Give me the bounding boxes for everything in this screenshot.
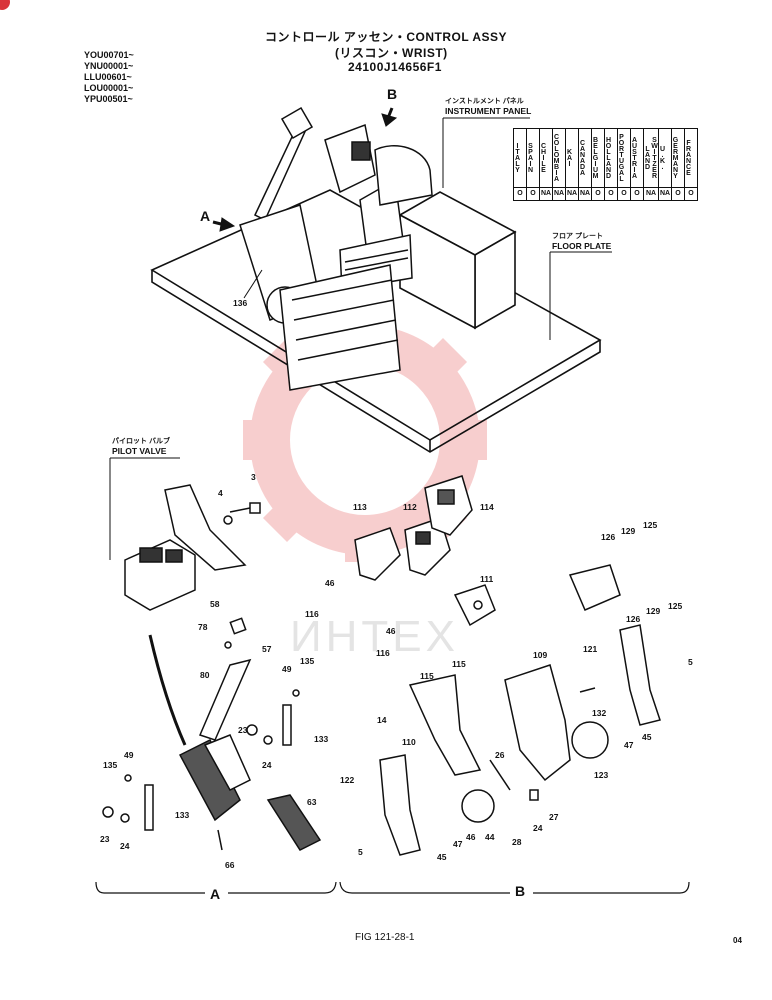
pedal-assembly-a: [102, 617, 322, 851]
part-label: 121: [583, 644, 597, 654]
part-label: 44: [485, 832, 495, 842]
country-mark: O: [684, 187, 698, 201]
part-label: 47: [624, 740, 634, 750]
serial-item: LLU00601~: [84, 72, 132, 82]
part-label: 57: [262, 644, 272, 654]
floor-plate-label: FLOOR PLATE: [552, 241, 612, 251]
part-label: 109: [533, 650, 547, 660]
part-label: 24: [120, 841, 130, 851]
part-label: 47: [453, 839, 463, 849]
title-line2: (リスコン・WRIST): [335, 46, 448, 60]
console-parts-b: [354, 475, 661, 856]
part-label: 135: [103, 760, 117, 770]
part-label: 78: [198, 622, 208, 632]
watermark-text: ИНТЕХ: [290, 612, 459, 661]
instrument-panel-label: INSTRUMENT PANEL: [445, 106, 532, 116]
part-label: 49: [282, 664, 292, 674]
view-arrow-a: [212, 217, 236, 232]
country-names-row: ITALY SPAIN CHILE COLOMBIA KAI CANADA BE…: [513, 128, 698, 188]
country-table: ITALY SPAIN CHILE COLOMBIA KAI CANADA BE…: [513, 128, 698, 201]
part-label: 123: [594, 770, 608, 780]
part-label: 125: [643, 520, 657, 530]
part-label: 23: [238, 725, 248, 735]
floor-plate-jp-label: フロア プレート: [552, 233, 603, 240]
part-label: 113: [353, 502, 367, 512]
part-label: 133: [314, 734, 328, 744]
part-label: 24: [262, 760, 272, 770]
title-line1: コントロール アッセン・CONTROL ASSY: [265, 30, 508, 44]
page-number: 04: [733, 936, 742, 945]
part-label: 23: [100, 834, 110, 844]
serial-item: YPU00501~: [84, 94, 133, 104]
section-brackets: [95, 881, 690, 894]
view-b-label: B: [387, 86, 398, 102]
part-label: 114: [480, 502, 494, 512]
part-label: 26: [495, 750, 505, 760]
part-label: 28: [512, 837, 522, 847]
part-label: 129: [621, 526, 635, 536]
part-label: 24: [533, 823, 543, 833]
part-label: 63: [307, 797, 317, 807]
part-label: 122: [340, 775, 354, 785]
part-label: 66: [225, 860, 235, 870]
part-label: 45: [642, 732, 652, 742]
part-label: 126: [601, 532, 615, 542]
part-label: 133: [175, 810, 189, 820]
pilot-valve-label: PILOT VALVE: [112, 446, 167, 456]
serial-item: LOU00001~: [84, 83, 134, 93]
part-label: 5: [688, 657, 693, 667]
part-label: 110: [402, 737, 416, 747]
serial-item: YNU00001~: [84, 61, 134, 71]
part-label: 46: [325, 578, 335, 588]
pilot-valve-jp-label: パイロット バルブ: [112, 438, 170, 445]
part-label: 46: [466, 832, 476, 842]
part-label: 116: [376, 648, 390, 658]
instrument-panel: [398, 191, 517, 330]
part-label: 126: [626, 614, 640, 624]
country-marks-row: O O NA NA NA NA O O O O NA NA O O: [513, 187, 698, 201]
part-label: 132: [592, 708, 606, 718]
part-label: 112: [403, 502, 417, 512]
part-label: 80: [200, 670, 210, 680]
part-label: 111: [480, 574, 494, 584]
corner-badge: [0, 0, 10, 10]
serial-item: YOU00701~: [84, 50, 134, 60]
part-labels: 136 3 4 113 112 114 111 46 116 46 116 11…: [100, 298, 693, 870]
part-label: 14: [377, 715, 387, 725]
part-label: 115: [452, 659, 466, 669]
section-b-label: B: [515, 883, 526, 899]
pilot-valve: [124, 484, 261, 611]
part-label: 49: [124, 750, 134, 760]
view-a-label: A: [200, 208, 211, 224]
section-a-label: A: [210, 886, 221, 902]
part-label: 136: [233, 298, 247, 308]
part-label: 4: [218, 488, 223, 498]
view-arrow-b: [381, 107, 398, 127]
part-label: 116: [305, 609, 319, 619]
part-label: 46: [386, 626, 396, 636]
instrument-panel-jp-label: インストルメント パネル: [445, 98, 524, 105]
figure-number: FIG 121-28-1: [355, 932, 415, 943]
part-label: 125: [668, 601, 682, 611]
part-label: 58: [210, 599, 220, 609]
part-label: 45: [437, 852, 447, 862]
serial-list: YOU00701~ YNU00001~ LLU00601~ LOU00001~ …: [84, 50, 134, 105]
part-label: 135: [300, 656, 314, 666]
label-leaders: [109, 117, 612, 560]
part-number: 24100J14656F1: [348, 60, 442, 74]
part-label: 27: [549, 812, 559, 822]
country-mark: O: [526, 187, 540, 201]
part-label: 3: [251, 472, 256, 482]
part-label: 129: [646, 606, 660, 616]
part-label: 115: [420, 671, 434, 681]
left-control-stand: [239, 106, 401, 391]
part-label: 5: [358, 847, 363, 857]
